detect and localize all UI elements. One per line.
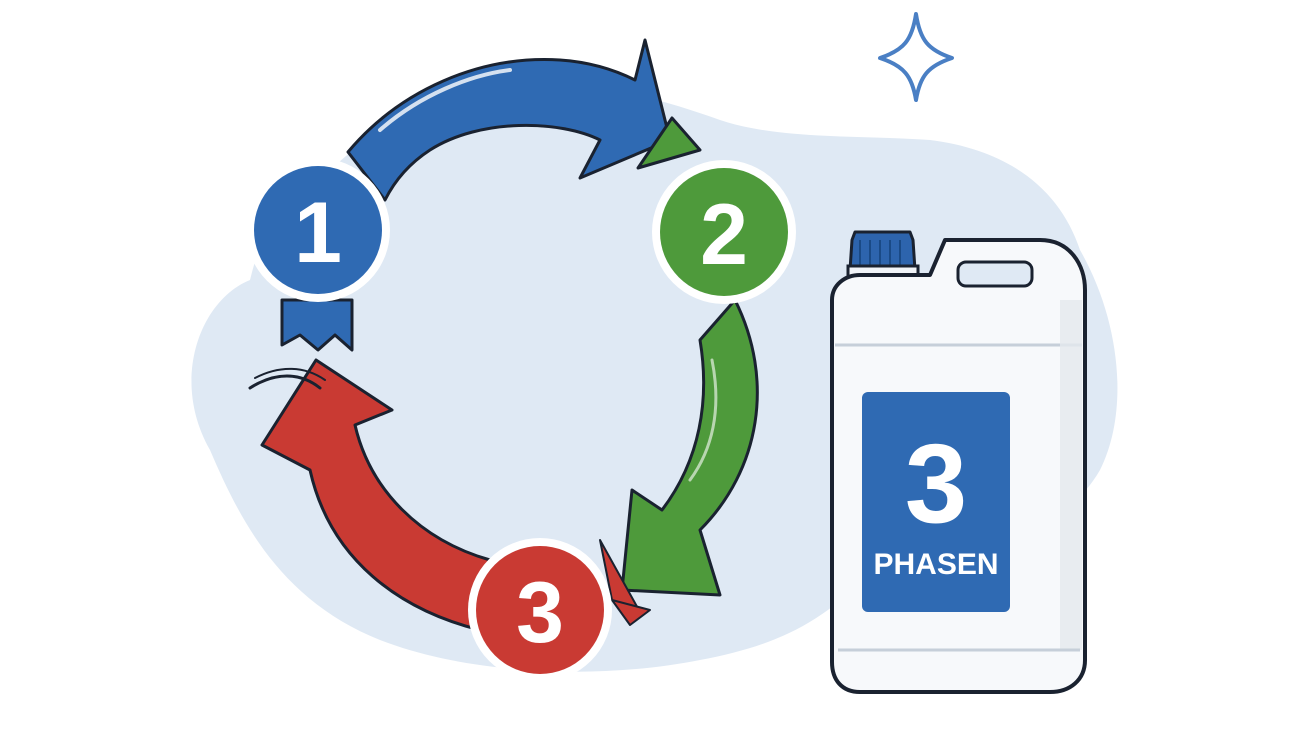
- canister-label-number: 3: [905, 421, 967, 546]
- canister-label-word: PHASEN: [873, 548, 998, 581]
- arrow-red-icon: [248, 358, 651, 632]
- canister-icon: 3 PHASEN: [830, 230, 1087, 694]
- canister-label: [862, 392, 1010, 612]
- arrow-blue-icon: [280, 38, 672, 352]
- step-2-number: 2: [700, 187, 748, 283]
- step-1-number: 1: [294, 185, 342, 281]
- step-3-badge: 3: [468, 538, 612, 682]
- step-3-number: 3: [516, 565, 564, 661]
- step-1-badge: 1: [246, 158, 390, 302]
- sparkle-icon: [878, 12, 954, 102]
- step-2-badge: 2: [652, 160, 796, 304]
